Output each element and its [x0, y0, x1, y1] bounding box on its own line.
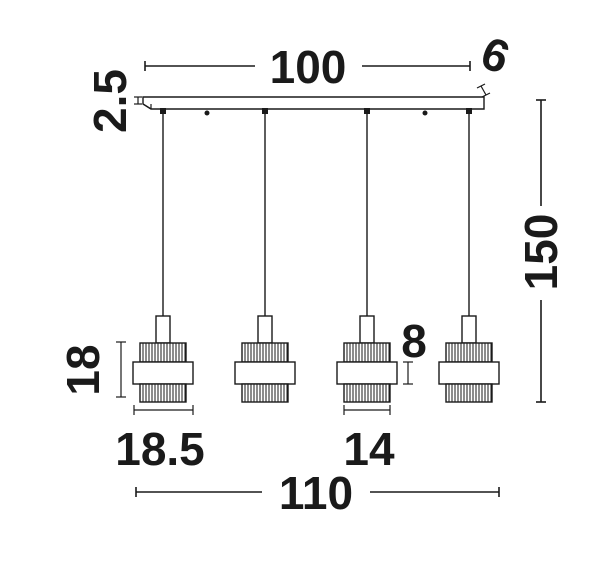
canopy-thickness-label: 2.5	[84, 69, 136, 133]
pendant-cords	[160, 108, 472, 316]
dim-shade-diameter: 18.5	[115, 405, 205, 475]
pendant-shade	[336, 315, 398, 403]
dim-band-height: 8	[401, 315, 427, 385]
shade-diameter-label: 18.5	[115, 423, 205, 475]
dim-overall-width: 110	[135, 467, 500, 519]
canopy-length-label: 100	[270, 41, 347, 93]
dim-overall-height: 150	[515, 99, 567, 403]
pendant-shade	[234, 315, 296, 403]
dim-canopy-thickness: 2.5	[84, 69, 142, 133]
canopy-bar	[142, 96, 485, 116]
pendant-shade	[132, 315, 194, 403]
dim-canopy-width: 6	[475, 26, 517, 98]
screw-icon	[204, 110, 210, 116]
pendant-shade	[438, 315, 500, 403]
overall-height-label: 150	[515, 214, 567, 291]
canopy-width-label: 6	[475, 26, 517, 84]
overall-width-label: 110	[279, 467, 353, 519]
shade-height-label: 18	[57, 344, 109, 395]
top-diameter-label: 14	[343, 423, 395, 475]
dim-canopy-length: 100	[144, 41, 471, 93]
shades-group	[132, 315, 500, 403]
band-height-label: 8	[401, 315, 427, 367]
dim-shade-height: 18	[57, 341, 126, 398]
dim-top-diameter: 14	[343, 405, 395, 475]
screw-icon	[422, 110, 428, 116]
